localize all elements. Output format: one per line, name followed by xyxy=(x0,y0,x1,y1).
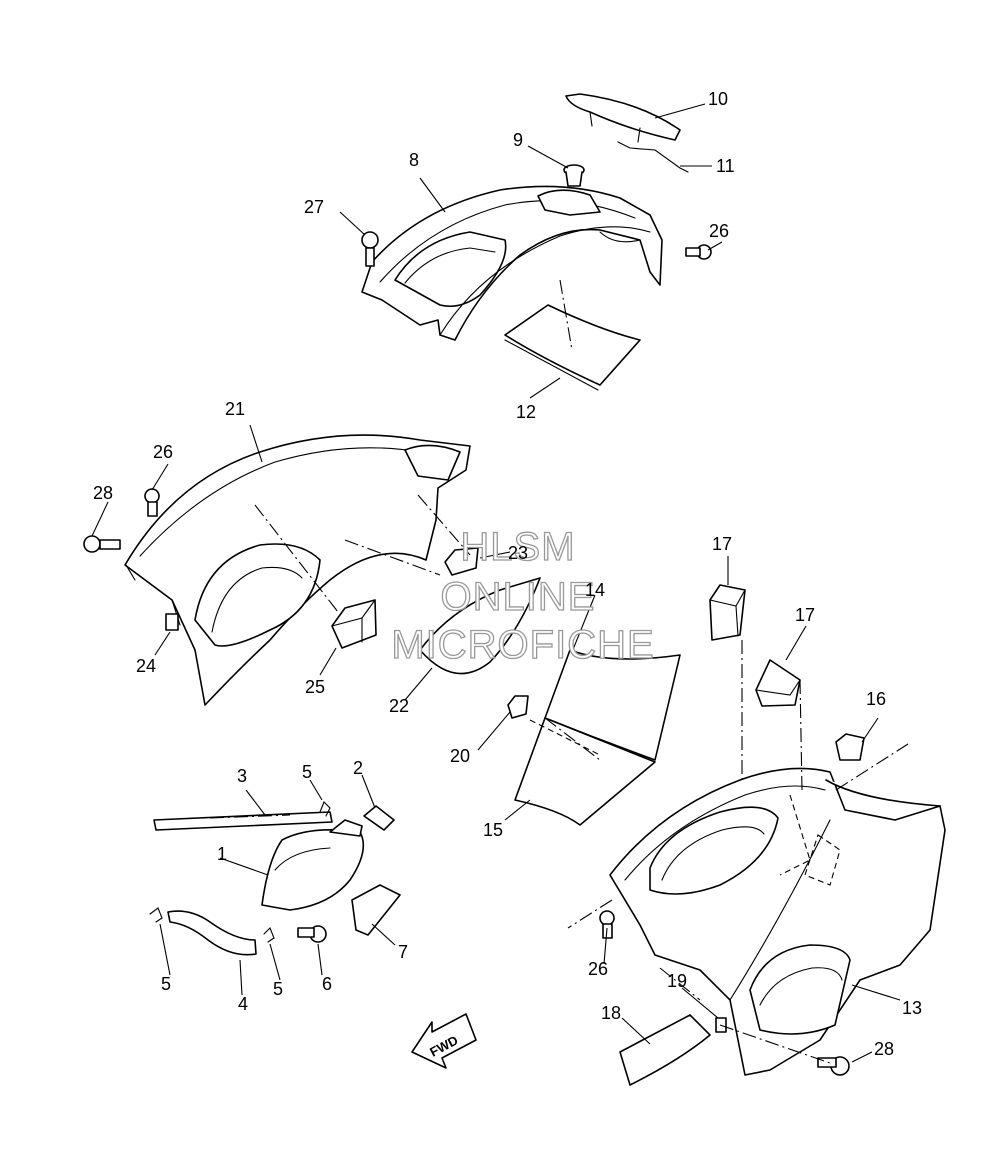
part-25-block xyxy=(331,599,377,649)
callout-25: 25 xyxy=(305,677,325,697)
callout-26-left: 26 xyxy=(153,442,173,462)
part-27-screw xyxy=(361,231,379,267)
part-4-hose xyxy=(167,910,257,956)
part-24-nut xyxy=(165,613,179,631)
part-22-plate xyxy=(419,577,541,675)
fwd-direction-arrow: FWD xyxy=(411,1013,477,1069)
part-2-cap xyxy=(363,805,395,831)
reference-lines xyxy=(209,279,909,1064)
part-10-cover-plate xyxy=(565,93,681,143)
callout-10: 10 xyxy=(708,89,728,109)
part-28-bolt-left xyxy=(83,535,121,553)
callout-8: 8 xyxy=(409,150,419,170)
part-5-clip-lower xyxy=(263,927,275,943)
callout-19: 19 xyxy=(667,971,687,991)
callout-22: 22 xyxy=(389,696,409,716)
callout-27: 27 xyxy=(304,197,324,217)
part-5-clip-upper xyxy=(319,801,331,817)
part-17-block-upper xyxy=(709,584,746,641)
part-1-tank xyxy=(261,819,365,911)
watermark: HLSM ONLINE MICROFICHE xyxy=(391,524,655,667)
callout-26-lower-right: 26 xyxy=(588,959,608,979)
callout-3: 3 xyxy=(237,766,247,786)
callout-17-upper: 17 xyxy=(712,534,732,554)
part-13-side-cover xyxy=(609,767,946,1076)
watermark-line-1: HLSM xyxy=(460,525,575,569)
part-5-clip-left xyxy=(149,907,163,923)
part-3-rod xyxy=(153,811,333,831)
callout-2: 2 xyxy=(353,758,363,778)
part-15-panel xyxy=(514,717,656,826)
part-9-grommet xyxy=(563,164,585,187)
watermark-line-2: ONLINE xyxy=(441,575,596,619)
callout-21: 21 xyxy=(225,399,245,419)
callout-numbers: 1 2 3 4 5 5 5 6 7 8 9 10 11 12 13 14 15 … xyxy=(93,89,922,1059)
part-7-bracket xyxy=(351,884,401,936)
callout-20: 20 xyxy=(450,746,470,766)
callout-14: 14 xyxy=(585,580,605,600)
callout-28-right: 28 xyxy=(874,1039,894,1059)
part-21-front-fender xyxy=(124,434,471,706)
part-26-bolt-lower xyxy=(599,910,615,939)
callout-13: 13 xyxy=(902,998,922,1018)
callout-5-upper: 5 xyxy=(302,762,312,782)
callout-24: 24 xyxy=(136,656,156,676)
callout-18: 18 xyxy=(601,1003,621,1023)
callout-12: 12 xyxy=(516,402,536,422)
callout-26-upper-right: 26 xyxy=(709,221,729,241)
callout-15: 15 xyxy=(483,820,503,840)
part-20-block xyxy=(507,695,529,719)
part-16-block xyxy=(835,733,865,761)
watermark-line-3: MICROFICHE xyxy=(391,623,654,667)
part-26-bolt-left xyxy=(144,488,160,517)
callout-17-lower: 17 xyxy=(795,605,815,625)
callout-1: 1 xyxy=(217,844,227,864)
callout-11: 11 xyxy=(716,156,735,176)
callout-23: 23 xyxy=(508,543,528,563)
callout-6: 6 xyxy=(322,974,332,994)
part-17-block-lower xyxy=(755,659,801,707)
callout-28-left: 28 xyxy=(93,483,113,503)
callout-16: 16 xyxy=(866,689,886,709)
callout-5-left: 5 xyxy=(161,974,171,994)
part-18-pad xyxy=(619,1014,711,1086)
callout-9: 9 xyxy=(513,130,523,150)
part-8-rear-fender xyxy=(361,185,663,341)
part-11-wire-clip xyxy=(617,141,689,173)
part-12-fender-pad xyxy=(504,304,641,391)
leader-lines xyxy=(91,103,901,1063)
part-26-bolt-upper xyxy=(685,244,712,260)
callout-5-lower: 5 xyxy=(273,979,283,999)
part-28-bolt-right xyxy=(817,1056,850,1076)
callout-7: 7 xyxy=(398,942,408,962)
part-6-bolt xyxy=(297,925,327,943)
callout-4: 4 xyxy=(238,994,248,1014)
